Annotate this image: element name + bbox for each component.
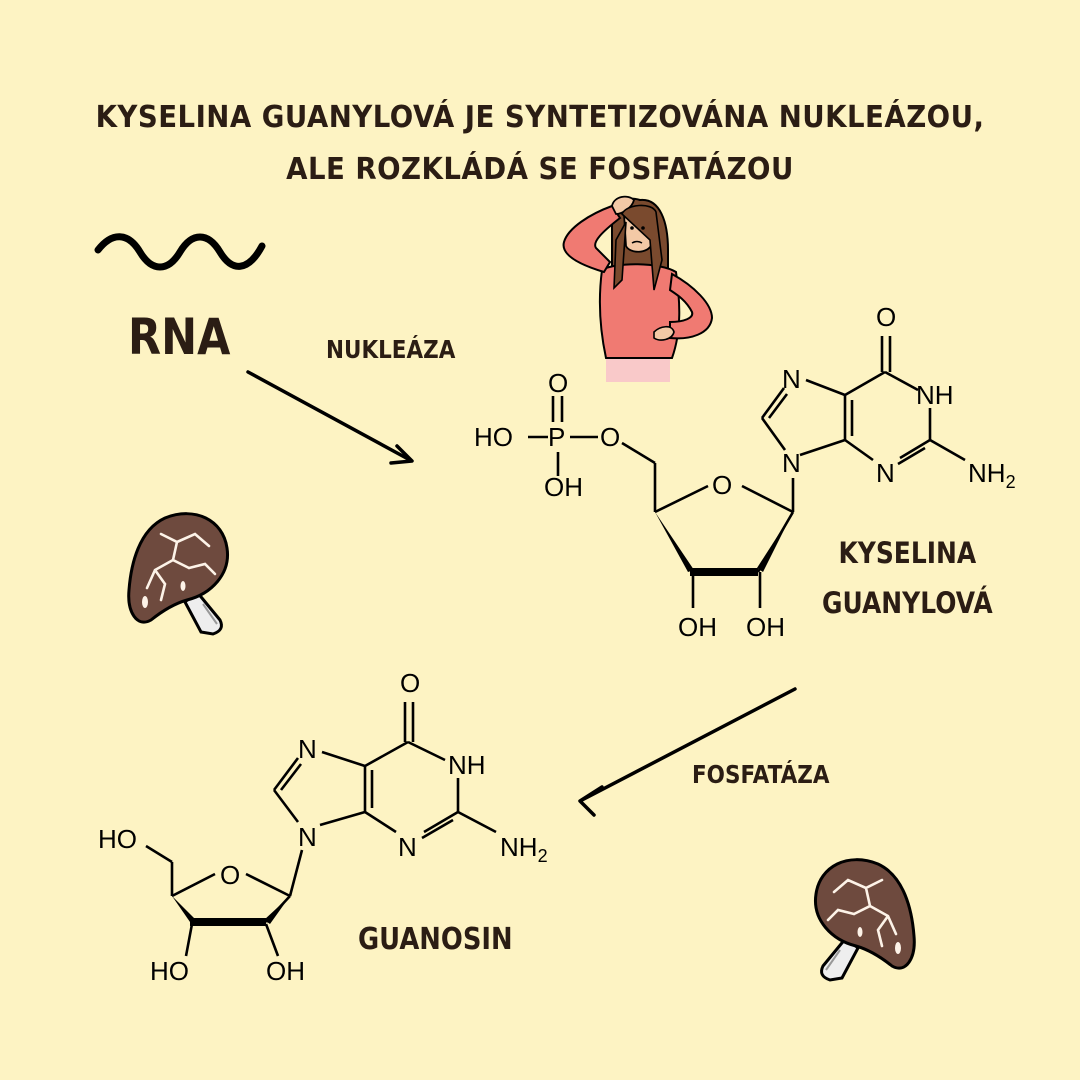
gmp-phosphate-p: P: [548, 422, 565, 452]
guanosin-ho-top: HO: [98, 824, 137, 854]
guanosin-n7: N: [298, 734, 317, 764]
gmp-n9: N: [782, 448, 801, 478]
title-line-1: Kyselina guanylová je syntetizována nukl…: [95, 100, 985, 135]
gmp-n7: N: [782, 364, 801, 394]
gmp-n3: N: [876, 458, 895, 488]
guanosin-n9: N: [298, 822, 317, 852]
guanosin-oh-left: HO: [150, 956, 189, 986]
guanosin-carbonyl-o: O: [400, 668, 420, 698]
shiitake-mushroom-icon: [814, 858, 916, 982]
title-line-2: ale rozkládá se fosfatázou: [286, 152, 794, 187]
kyselina-guanylova-label: Kyselina guanylová: [822, 528, 993, 628]
confused-woman-illustration: [562, 195, 714, 382]
guanosin-nh2: NH2: [500, 832, 548, 866]
gmp-n1h: NH: [916, 380, 954, 410]
guanosin-oh-right: OH: [266, 956, 305, 986]
rna-wave-icon: [94, 233, 266, 271]
page-title: Kyselina guanylová je syntetizována nukl…: [43, 92, 1037, 196]
arrow-gmp-to-guanosin: [578, 687, 797, 817]
guanosin-ring-o: O: [220, 860, 240, 890]
guanosin-label: Guanosin: [358, 922, 513, 957]
rna-label: RNA: [128, 308, 231, 366]
arrow-rna-to-gmp: [246, 370, 414, 465]
gmp-phosphate-oh-bottom: OH: [544, 472, 583, 502]
guanosin-n1h: NH: [448, 750, 486, 780]
gmp-carbonyl-o: O: [876, 302, 896, 332]
shiitake-mushroom-icon: [127, 512, 229, 636]
gmp-ring-o: O: [712, 470, 732, 500]
nukleaza-label: Nukleáza: [326, 335, 456, 364]
guanosin-n3: N: [398, 832, 417, 862]
kyselina-guanylova-line-2: guanylová: [822, 586, 993, 620]
gmp-phosphate-ho: HO: [474, 422, 513, 452]
gmp-oh-left: OH: [678, 612, 717, 642]
fosfataza-label: Fosfatáza: [692, 760, 830, 789]
gmp-phosphate-o-link: O: [600, 422, 620, 452]
kyselina-guanylova-line-1: Kyselina: [838, 536, 977, 570]
gmp-phosphate-o-top: O: [548, 368, 568, 398]
gmp-oh-right: OH: [746, 612, 785, 642]
gmp-nh2: NH2: [968, 458, 1016, 492]
